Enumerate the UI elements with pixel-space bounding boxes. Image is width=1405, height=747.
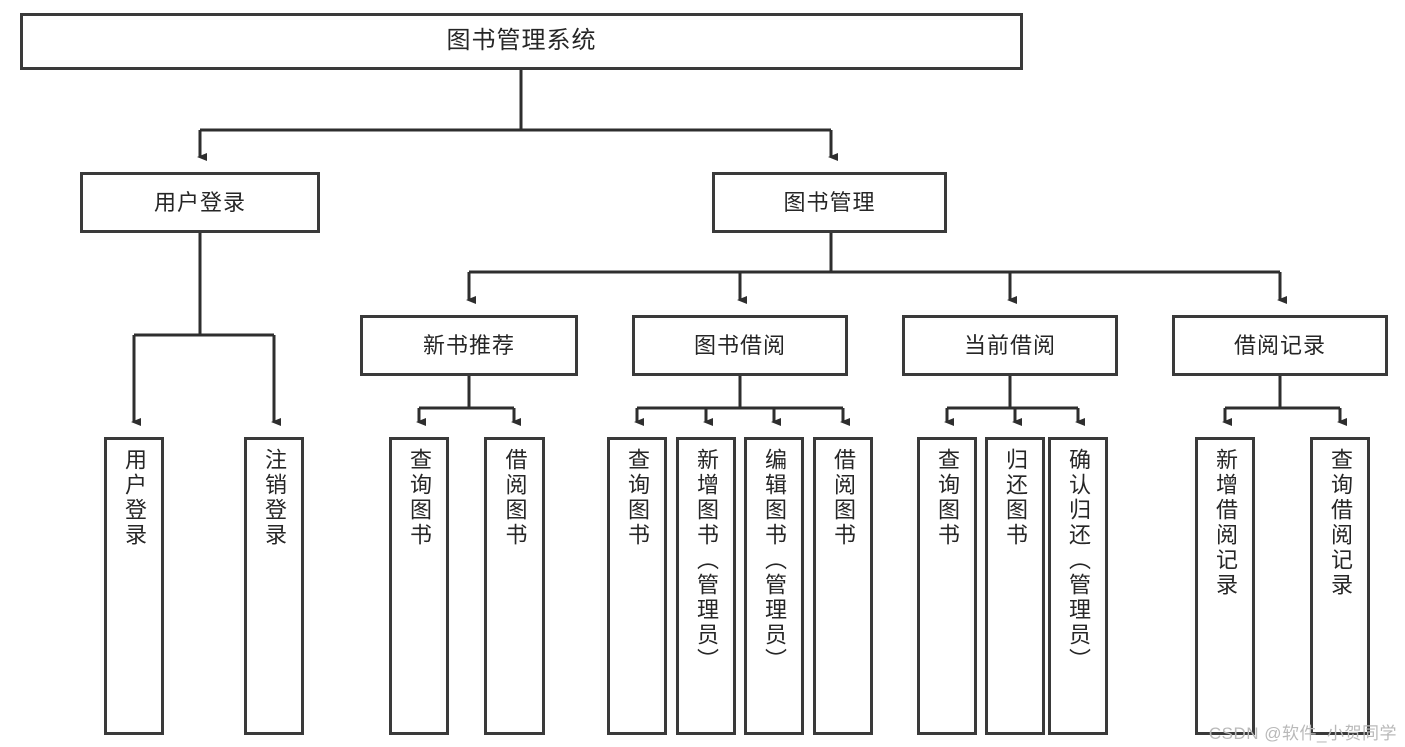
node-leaf-add-record[interactable]: 新增借阅记录 bbox=[1195, 437, 1255, 735]
node-leaf-user-logout[interactable]: 注销登录 bbox=[244, 437, 304, 735]
node-leaf-user-login-label: 用户登录 bbox=[122, 448, 147, 548]
node-leaf-query-record-label: 查询借阅记录 bbox=[1328, 448, 1353, 598]
node-book-manage-label: 图书管理 bbox=[783, 189, 876, 215]
node-leaf-edit-book[interactable]: 编辑图书（管理员） bbox=[744, 437, 804, 735]
node-user-login[interactable]: 用户登录 bbox=[80, 172, 320, 233]
node-root-label: 图书管理系统 bbox=[446, 27, 597, 55]
node-leaf-add-record-label: 新增借阅记录 bbox=[1213, 448, 1238, 598]
node-leaf-confirm-return-label: 确认归还（管理员） bbox=[1066, 448, 1091, 673]
node-leaf-query-book-borrow-label: 查询图书 bbox=[625, 448, 650, 548]
node-borrow-record-label: 借阅记录 bbox=[1233, 332, 1326, 358]
node-leaf-add-book-label: 新增图书（管理员） bbox=[694, 448, 719, 673]
node-borrow-record[interactable]: 借阅记录 bbox=[1172, 315, 1388, 376]
node-user-login-label: 用户登录 bbox=[153, 189, 246, 215]
node-leaf-query-book-rec-label: 查询图书 bbox=[407, 448, 432, 548]
node-new-book-recommend-label: 新书推荐 bbox=[422, 332, 515, 358]
node-book-borrow[interactable]: 图书借阅 bbox=[632, 315, 848, 376]
node-leaf-return-book-label: 归还图书 bbox=[1003, 448, 1028, 548]
node-book-manage[interactable]: 图书管理 bbox=[712, 172, 947, 233]
node-leaf-user-logout-label: 注销登录 bbox=[262, 448, 287, 548]
node-leaf-borrow-book-rec[interactable]: 借阅图书 bbox=[484, 437, 545, 735]
node-leaf-query-book-cur-label: 查询图书 bbox=[935, 448, 960, 548]
node-leaf-borrow-book-label: 借阅图书 bbox=[831, 448, 856, 548]
node-leaf-query-book-rec[interactable]: 查询图书 bbox=[389, 437, 449, 735]
node-leaf-user-login[interactable]: 用户登录 bbox=[104, 437, 164, 735]
node-new-book-recommend[interactable]: 新书推荐 bbox=[360, 315, 578, 376]
node-current-borrow-label: 当前借阅 bbox=[963, 332, 1056, 358]
node-leaf-borrow-book[interactable]: 借阅图书 bbox=[813, 437, 873, 735]
node-leaf-borrow-book-rec-label: 借阅图书 bbox=[502, 448, 528, 548]
node-leaf-query-book-cur[interactable]: 查询图书 bbox=[917, 437, 977, 735]
node-leaf-edit-book-label: 编辑图书（管理员） bbox=[762, 448, 787, 673]
node-leaf-return-book[interactable]: 归还图书 bbox=[985, 437, 1045, 735]
node-leaf-add-book[interactable]: 新增图书（管理员） bbox=[676, 437, 736, 735]
watermark-text: CSDN @软件_小贺同学 bbox=[1208, 724, 1397, 743]
node-leaf-query-record[interactable]: 查询借阅记录 bbox=[1310, 437, 1370, 735]
node-leaf-query-book-borrow[interactable]: 查询图书 bbox=[607, 437, 667, 735]
node-root[interactable]: 图书管理系统 bbox=[20, 13, 1023, 70]
node-leaf-confirm-return[interactable]: 确认归还（管理员） bbox=[1048, 437, 1108, 735]
node-book-borrow-label: 图书借阅 bbox=[693, 332, 786, 358]
node-current-borrow[interactable]: 当前借阅 bbox=[902, 315, 1118, 376]
